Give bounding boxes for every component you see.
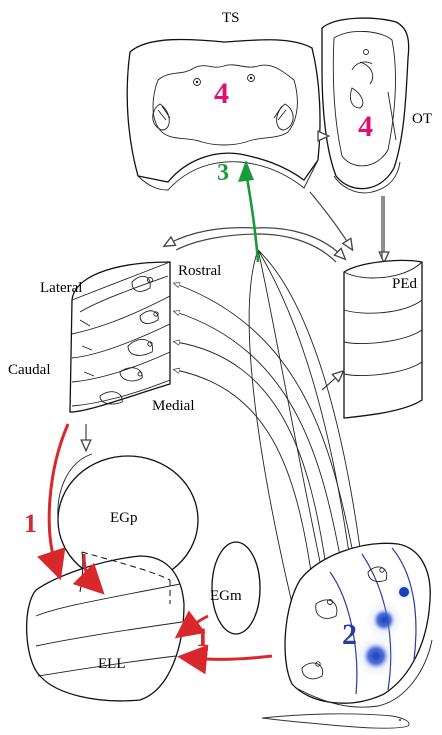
step-4-ot: 4 bbox=[358, 110, 373, 143]
step-3: 3 bbox=[217, 160, 229, 186]
label-ts: TS bbox=[222, 10, 240, 26]
label-lateral: Lateral bbox=[40, 280, 82, 296]
label-ped: PEd bbox=[392, 276, 418, 292]
ganglion-structure bbox=[285, 543, 432, 707]
step-1-upper: 1 bbox=[24, 509, 37, 538]
step-2: 2 bbox=[342, 618, 357, 651]
label-ot: OT bbox=[412, 111, 432, 127]
label-egp: EGp bbox=[110, 510, 138, 526]
label-ell: ELL bbox=[98, 656, 126, 672]
label-egm: EGm bbox=[210, 588, 242, 604]
step-4-ts: 4 bbox=[214, 77, 229, 110]
ot-structure bbox=[322, 18, 409, 193]
label-caudal: Caudal bbox=[8, 362, 51, 378]
ell-lobe-stack bbox=[70, 262, 170, 412]
label-medial: Medial bbox=[152, 398, 195, 414]
ell-body bbox=[27, 552, 184, 701]
fish-silhouette bbox=[262, 714, 409, 728]
step-1-lower: 1 bbox=[196, 623, 209, 652]
label-rostral: Rostral bbox=[178, 263, 221, 279]
